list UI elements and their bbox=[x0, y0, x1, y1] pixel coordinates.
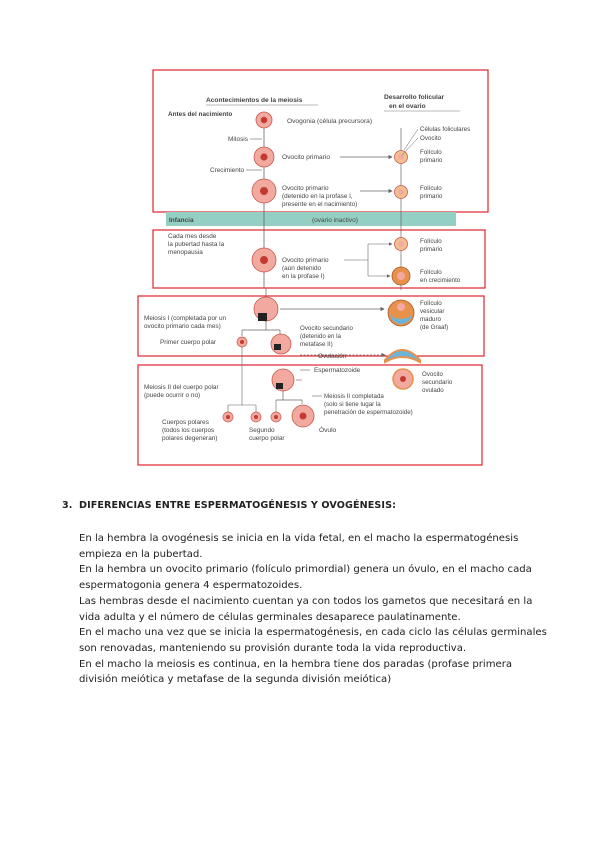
meiosis1-label-1: Meiosis I (completada por un bbox=[144, 315, 226, 322]
ovulating-follicle bbox=[384, 349, 421, 364]
cuerpos-polares-label-1: Cuerpos polares bbox=[162, 419, 209, 426]
foliculo-primario-b-label-2: primario bbox=[420, 193, 443, 200]
foliculo-vesic-label-3: maduro bbox=[420, 316, 442, 323]
section-body: En la hembra la ovogénesis se inicia en … bbox=[79, 531, 562, 688]
cuerpos-polares-label-3: polares degeneran) bbox=[162, 435, 217, 442]
cada-mes-label-3: menopausia bbox=[168, 249, 203, 256]
meiosis2-comp-label-3: penetración de espermatozoide) bbox=[324, 409, 413, 416]
section-number: 3. bbox=[62, 500, 73, 511]
ovario-inactivo-label: (ovario inactivo) bbox=[312, 217, 358, 224]
ovocito-primario-label-2b: (detenido en la profase I, bbox=[282, 193, 353, 200]
body-line: son renovadas, manteniendo su provisión … bbox=[79, 642, 467, 654]
body-line: vida adulta y el número de células germi… bbox=[79, 611, 461, 623]
cada-mes-label-1: Cada mes desde bbox=[168, 233, 217, 240]
foliculo-primario-c-label-2: primario bbox=[420, 246, 443, 253]
ovocito-primario-label-1: Ovocito primario bbox=[282, 154, 330, 161]
highlight-box-meiosis2 bbox=[137, 364, 483, 466]
highlight-box-meiosis1 bbox=[137, 295, 485, 357]
section-heading: 3. DIFERENCIAS ENTRE ESPERMATOGÉNESIS Y O… bbox=[62, 500, 562, 511]
meiosis2-cp-label-2: (puede ocurrir o no) bbox=[144, 392, 200, 399]
foliculo-vesic-label-4: (de Graaf) bbox=[420, 324, 448, 331]
body-line: En la hembra un ovocito primario (folícu… bbox=[79, 564, 532, 576]
ovocito-sec-label-3: metafase II) bbox=[300, 341, 333, 348]
ovulo-label: Óvulo bbox=[319, 425, 337, 434]
ovogenesis-figure: Infancia (ovario inactivo) Acontecimient… bbox=[137, 69, 489, 466]
espermatozoide-label: Espermatozoide bbox=[314, 367, 361, 374]
cada-mes-label-2: la pubertad hasta la bbox=[168, 241, 225, 248]
foliculo-vesic-label-2: vesicular bbox=[420, 308, 444, 315]
mitosis-label: Mitosis bbox=[228, 136, 248, 143]
foliculo-crec-label-2: en crecimiento bbox=[420, 277, 461, 284]
segundo-cp-label-2: cuerpo polar bbox=[249, 435, 285, 442]
section-title: DIFERENCIAS ENTRE ESPERMATOGÉNESIS Y OVO… bbox=[79, 500, 397, 511]
body-line: espermatogonia genera 4 espermatozoides. bbox=[79, 580, 303, 592]
segundo-cp-label-1: Segundo bbox=[249, 427, 275, 434]
ovocito-primario-label-2a: Ovocito primario bbox=[282, 185, 329, 192]
ovocito-sec-label-1: Ovocito secundario bbox=[300, 325, 354, 332]
meiosis1-label-2: ovocito primario cada mes) bbox=[144, 323, 221, 330]
primer-cuerpo-polar-label: Primer cuerpo polar bbox=[160, 339, 217, 346]
foliculo-primario-b-label-1: Folículo bbox=[420, 185, 442, 192]
infancia-label: Infancia bbox=[169, 217, 194, 224]
foliculo-primario-c-label-1: Folículo bbox=[420, 238, 442, 245]
crecimiento-label: Crecimiento bbox=[210, 167, 245, 174]
body-line: Las hembras desde el nacimiento cuentan … bbox=[79, 595, 533, 607]
foliculo-crec-label-1: Folículo bbox=[420, 269, 442, 276]
col-left-header: Acontecimientos de la meiosis bbox=[206, 97, 303, 104]
ovogonia-nucleus bbox=[260, 116, 268, 124]
celulas-foliculares-label: Células foliculares bbox=[420, 126, 470, 133]
meiosis2-comp-label-1: Meiosis II completada bbox=[324, 393, 384, 400]
body-line: En la hembra la ovogénesis se inicia en … bbox=[79, 533, 519, 544]
ovocito-primario-label-3c: en la profase I) bbox=[282, 273, 325, 280]
foliculo-vesic-label-1: Folículo bbox=[420, 300, 442, 307]
ovogonia-label: Ovogonia (célula precursora) bbox=[287, 118, 372, 125]
meiosis2-cp-label-1: Meiosis II del cuerpo polar bbox=[144, 384, 219, 391]
ovocito-primario-label-3b: (aún detenido bbox=[282, 265, 322, 272]
col-right-header-2: en el ovario bbox=[389, 103, 426, 110]
ovocito-sec-ov-label-3: ovulado bbox=[422, 387, 444, 394]
ovocito-primario-label-3a: Ovocito primario bbox=[282, 257, 329, 264]
body-line: En el macho la meiosis es continua, en l… bbox=[79, 658, 513, 670]
meiosis2-comp-label-2: (solo si tiene lugar la bbox=[324, 401, 381, 408]
ovulacion-label: Ovulación bbox=[318, 353, 347, 360]
meiosis1-chromosomes bbox=[258, 313, 267, 321]
infancia-band bbox=[166, 212, 456, 226]
body-line: En el macho una vez que se inicia la esp… bbox=[79, 627, 547, 639]
ovocito-sec-label-2: (detenido en la bbox=[300, 333, 341, 340]
ovocito-primario-label-2c: presente en el nacimiento) bbox=[282, 201, 357, 208]
body-line: empieza en la pubertad. bbox=[79, 548, 203, 560]
highlight-box-monthly bbox=[152, 229, 486, 289]
section-differences: 3. DIFERENCIAS ENTRE ESPERMATOGÉNESIS Y O… bbox=[62, 500, 562, 688]
ovocito-label: Ovocito bbox=[420, 135, 442, 142]
body-line: división meiótica y metafase de la segun… bbox=[79, 674, 392, 686]
ovocito-sec-ov-label-2: secundario bbox=[422, 379, 453, 386]
cuerpos-polares-label-2: (todos los cuerpos bbox=[162, 427, 214, 434]
col-right-header-1: Desarrollo folicular bbox=[384, 94, 445, 101]
ovocito-sec-ov-label-1: Ovocito bbox=[422, 371, 444, 378]
antes-label: Antes del nacimiento bbox=[168, 111, 232, 118]
foliculo-primario-a-label-2: primario bbox=[420, 157, 443, 164]
foliculo-primario-a-label-1: Folículo bbox=[420, 149, 442, 156]
